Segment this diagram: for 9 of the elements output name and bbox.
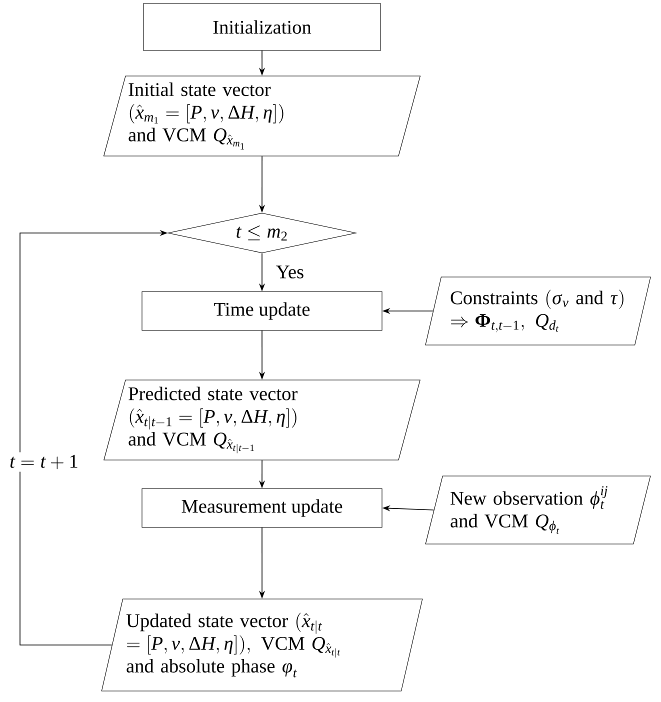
data-parallelogram: $\text{Constraints } (\sigma_v \text{ and } \tau)$ $\Rightarrow \mathbf{\Phi}_{t,t-1},\ Q_{d_t}$ [425,276,651,346]
edge-label: Yes [273,262,307,282]
process-box: Measurement update [142,488,382,528]
data-parallelogram: $\text{New observation } \varphi_t^{ij}$ $\text{and VCM } Q_{\varphi_t}$ [425,476,651,544]
edge-label: $t = t + 1$ [6,452,82,472]
process-box: Initialization [143,3,381,51]
process-box: Time update [142,291,382,331]
data-parallelogram: $\text{Updated state vector } (\hat{x}_{t|t}$ $= [P, v, \Delta H, \eta]),\ \text{VCM } Q_{\hat{x}_{t|t}}$ $\text{and absolute phase } \phi_t$ [101,598,423,692]
data-parallelogram: Predicted state vector $(\hat{x}_{t|t-1} = [P, v, \Delta H, \eta])$ $\text{and VCM } Q_{\hat{x}_{t|t-1}}$ [104,380,420,460]
